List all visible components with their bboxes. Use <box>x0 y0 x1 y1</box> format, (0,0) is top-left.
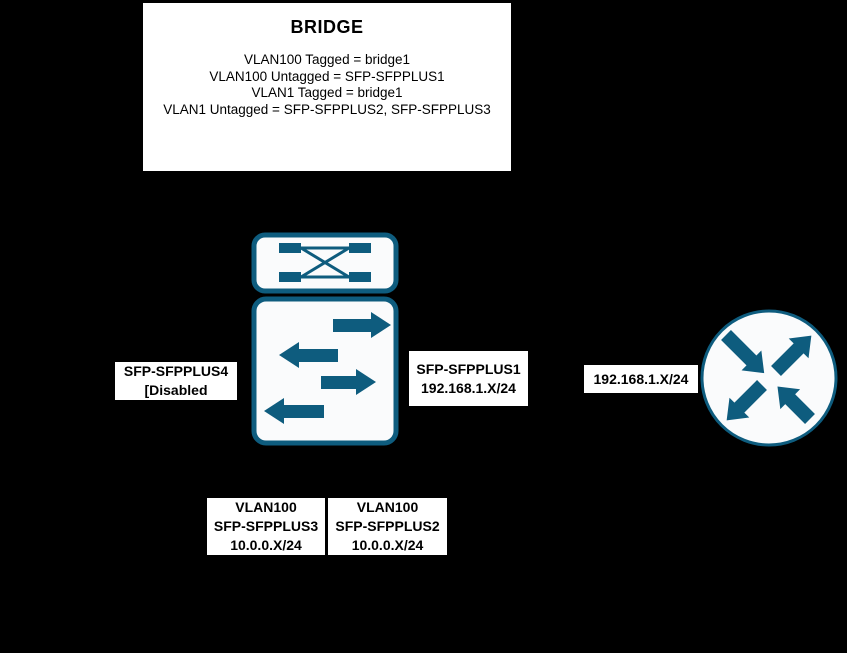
switch-icon <box>251 296 399 446</box>
port-ip: 10.0.0.X/24 <box>351 537 424 553</box>
bridge-icon-ports <box>279 243 371 282</box>
bridge-config-line: VLAN100 Tagged = bridge1 <box>243 52 410 67</box>
router-ip: 192.168.1.X/24 <box>593 370 689 387</box>
port-vlan: VLAN100 <box>356 499 419 515</box>
bridge-config-line: VLAN100 Untagged = SFP-SFPPLUS1 <box>209 68 445 84</box>
port-ip: 192.168.1.X/24 <box>421 379 516 396</box>
bridge-icon <box>251 232 399 294</box>
router-icon-arrows <box>721 330 815 424</box>
label-router-ip: 192.168.1.X/24 <box>584 365 698 393</box>
router-icon-body <box>700 309 838 447</box>
bridge-config-line: VLAN1 Untagged = SFP-SFPPLUS2, SFP-SFPPL… <box>163 101 491 117</box>
port-ip: 10.0.0.X/24 <box>230 537 302 553</box>
port-name: SFP-SFPPLUS4 <box>123 363 229 379</box>
router-icon <box>700 309 838 447</box>
port-status: [Disabled <box>144 382 208 398</box>
label-sfp-sfpplus4: SFP-SFPPLUS4 [Disabled <box>115 362 237 400</box>
bridge-device-icon <box>251 232 399 294</box>
label-sfp-sfpplus3: VLAN100 SFP-SFPPLUS3 10.0.0.X/24 <box>207 498 325 555</box>
bridge-config-line: VLAN1 Tagged = bridge1 <box>251 85 403 100</box>
switch-icon-arrows <box>264 312 391 424</box>
port-name: SFP-SFPPLUS1 <box>416 360 521 377</box>
label-sfp-sfpplus1: SFP-SFPPLUS1 192.168.1.X/24 <box>409 351 528 406</box>
router-device-icon <box>699 308 839 448</box>
bridge-icon-links <box>300 246 350 279</box>
bridge-config-title: BRIDGE <box>290 17 364 37</box>
port-vlan: VLAN100 <box>235 499 297 515</box>
port-name: SFP-SFPPLUS2 <box>335 518 440 534</box>
port-name: SFP-SFPPLUS3 <box>213 518 319 534</box>
label-sfp-sfpplus2: VLAN100 SFP-SFPPLUS2 10.0.0.X/24 <box>328 498 447 555</box>
switch-device-icon <box>251 296 399 446</box>
bridge-config-box: BRIDGE VLAN100 Tagged = bridge1 VLAN100 … <box>143 3 511 171</box>
